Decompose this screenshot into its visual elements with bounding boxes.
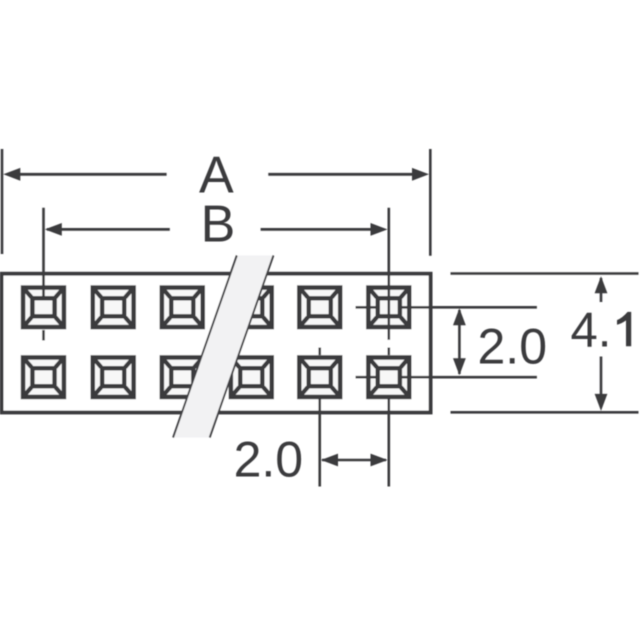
svg-text:A: A xyxy=(199,146,234,204)
svg-text:B: B xyxy=(201,196,236,254)
svg-text:2.0: 2.0 xyxy=(478,318,548,374)
svg-text:4.: 4. xyxy=(571,303,612,357)
svg-text:2.0: 2.0 xyxy=(234,432,304,488)
